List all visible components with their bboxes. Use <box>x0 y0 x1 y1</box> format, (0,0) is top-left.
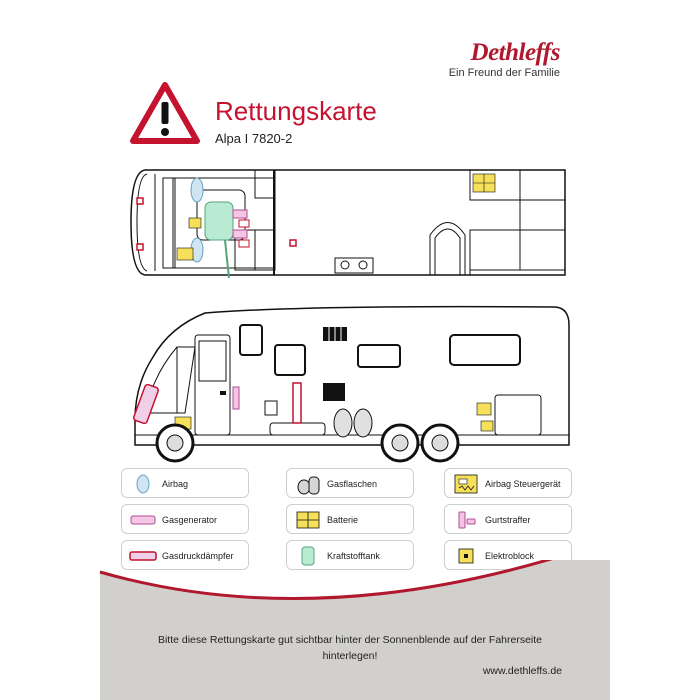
battery-icon <box>296 511 320 529</box>
legend-item-gas-bottles: Gasflaschen <box>286 468 414 498</box>
airbag-icon <box>136 474 150 494</box>
footer-instruction: Bitte diese Rettungskarte gut sichtbar h… <box>110 632 590 664</box>
legend-item-airbag: Airbag <box>121 468 249 498</box>
legend-label: Batterie <box>327 515 359 525</box>
legend-item-belt-tensioner: Gurtstraffer <box>444 504 572 534</box>
footer-line-2: hinterlegen! <box>322 650 378 662</box>
legend-label: Gasflaschen <box>327 479 378 489</box>
vehicle-top-view <box>130 169 566 279</box>
legend-label: Elektroblock <box>485 551 535 561</box>
footer-background <box>99 560 610 700</box>
footer-line-1: Bitte diese Rettungskarte gut sichtbar h… <box>157 634 543 646</box>
legend-label: Airbag <box>162 479 189 489</box>
airbag-control-unit-icon <box>454 474 478 494</box>
warning-triangle-icon <box>130 82 200 144</box>
brand-tagline: Ein Freund der Familie <box>448 67 560 79</box>
brand-logo: Dethleffs <box>470 39 561 66</box>
legend-label: Gasdruckdämpfer <box>162 551 234 561</box>
page-title: Rettungskarte <box>215 96 377 126</box>
footer-url[interactable]: www.dethleffs.de <box>482 665 562 677</box>
legend-item-battery: Batterie <box>286 504 414 534</box>
brand-block: Dethleffs Ein Freund der Familie <box>430 39 561 80</box>
legend-label: Airbag Steuergerät <box>485 479 561 489</box>
legend-item-gas-generator: Gasgenerator <box>121 504 249 534</box>
model-name: Alpa I 7820-2 <box>215 131 293 146</box>
legend-item-fuel-tank: Kraftstofftank <box>286 540 414 570</box>
fuel-tank-icon <box>301 546 315 566</box>
legend-label: Gurtstraffer <box>485 515 531 525</box>
legend-item-gas-strut: Gasdruckdämpfer <box>121 540 249 570</box>
gas-strut-icon <box>129 551 157 561</box>
legend-label: Gasgenerator <box>162 515 218 525</box>
vehicle-side-view <box>133 305 570 463</box>
legend-label: Kraftstofftank <box>327 551 380 561</box>
gas-bottles-icon <box>297 476 320 495</box>
electrical-block-icon <box>458 548 474 564</box>
gas-generator-icon <box>130 515 156 525</box>
belt-tensioner-icon <box>458 511 476 529</box>
legend-item-airbag-control-unit: Airbag Steuergerät <box>444 468 572 498</box>
